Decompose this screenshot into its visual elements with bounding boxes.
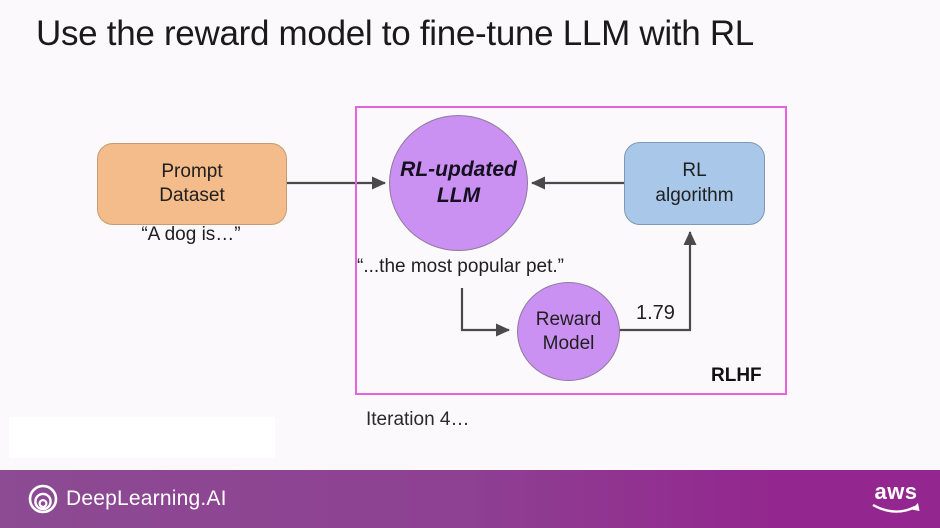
completion-example-text: “...the most popular pet.” — [357, 256, 564, 277]
prompt-dataset-label: Prompt Dataset — [159, 160, 225, 206]
reward-model-circle: Reward Model — [517, 282, 620, 381]
page-title: Use the reward model to fine-tune LLM wi… — [36, 14, 754, 53]
deeplearning-rings-icon — [28, 484, 58, 514]
iteration-caption: Iteration 4… — [366, 409, 470, 430]
footer-bar: DeepLearning.AI aws — [0, 470, 940, 528]
rl-updated-llm-label: RL-updated LLM — [400, 157, 517, 207]
prompt-example-text: “A dog is…” — [141, 224, 241, 245]
rl-algorithm-label: RL algorithm — [655, 160, 734, 206]
aws-smile-icon — [872, 503, 920, 513]
rlhf-box — [355, 106, 787, 395]
aws-logo: aws — [872, 481, 920, 522]
deeplearning-logo: DeepLearning.AI — [28, 484, 227, 514]
aws-wordmark: aws — [874, 479, 918, 504]
deeplearning-wordmark: DeepLearning.AI — [66, 487, 227, 510]
blank-panel — [9, 417, 275, 458]
prompt-dataset-box: Prompt Dataset — [97, 143, 287, 225]
rl-algorithm-box: RL algorithm — [624, 142, 765, 225]
rlhf-label: RLHF — [711, 365, 762, 386]
reward-score-label: 1.79 — [636, 302, 675, 324]
rl-updated-llm-circle: RL-updated LLM — [389, 115, 528, 251]
reward-model-label: Reward Model — [535, 308, 602, 354]
